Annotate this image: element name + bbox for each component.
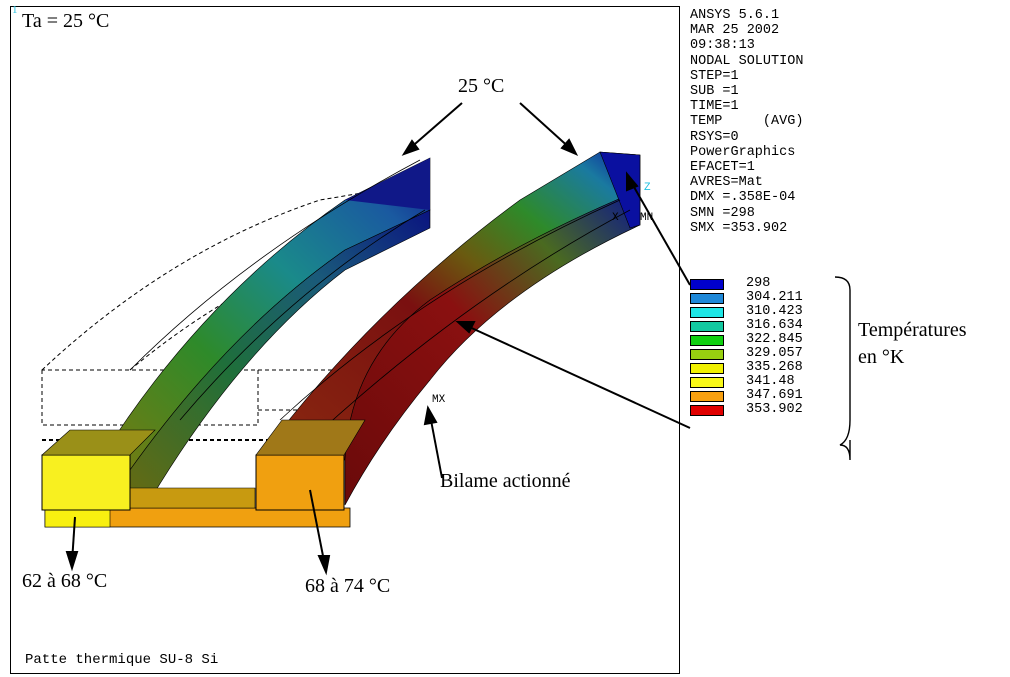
solver-info-line: STEP=1 [690, 68, 739, 84]
left-pad-temp-label: 62 à 68 °C [22, 570, 108, 592]
legend-title-line1: Températures [858, 319, 967, 341]
left-pad [41, 454, 131, 511]
legend-value: 335.268 [746, 360, 803, 375]
window-index: 1 [12, 4, 18, 16]
legend-swatch [690, 321, 724, 332]
right-pad [255, 454, 345, 511]
solver-info-line: PowerGraphics [690, 144, 796, 160]
solver-info-line: TEMP (AVG) [690, 114, 804, 130]
mn-marker: MN [640, 212, 653, 224]
legend-value: 304.211 [746, 290, 803, 305]
legend-swatch [690, 377, 724, 388]
legend-swatch [690, 363, 724, 374]
solver-info-line: AVRES=Mat [690, 175, 763, 191]
legend-swatch [690, 293, 724, 304]
right-beam [261, 151, 641, 506]
legend-brace [834, 276, 851, 461]
legend-value: 329.057 [746, 346, 803, 361]
ambient-temp-label: Ta = 25 °C [22, 10, 110, 32]
solver-info-line: 09:38:13 [690, 38, 755, 54]
legend-swatch [690, 307, 724, 318]
legend-title-line2: en °K [858, 346, 905, 368]
solver-info-line: NODAL SOLUTION [690, 53, 804, 69]
legend-value: 353.902 [746, 402, 803, 417]
solver-info-line: SUB =1 [690, 84, 739, 100]
bilame-label: Bilame actionné [440, 470, 571, 492]
plot-frame [10, 6, 680, 674]
legend-swatch [690, 349, 724, 360]
top-temp-label: 25 °C [458, 75, 505, 97]
model-caption: Patte thermique SU-8 Si [25, 652, 219, 668]
legend-value: 298 [746, 276, 771, 291]
legend-value: 316.634 [746, 318, 803, 333]
solver-info-line: DMX =.358E-04 [690, 190, 796, 206]
solver-info-line: TIME=1 [690, 99, 739, 115]
solver-info-line: RSYS=0 [690, 129, 739, 145]
solver-info-line: SMX =353.902 [690, 220, 788, 236]
solver-info-line: SMN =298 [690, 205, 755, 221]
solver-info-line: MAR 25 2002 [690, 23, 780, 39]
legend-swatch [690, 391, 724, 402]
legend-value: 322.845 [746, 332, 803, 347]
legend-swatch [690, 279, 724, 290]
solver-info-line: EFACET=1 [690, 160, 755, 176]
legend-swatch [690, 405, 724, 416]
mx-marker: MX [432, 394, 446, 406]
triad-x-label: X [612, 212, 619, 224]
base-and-pads [41, 419, 366, 528]
left-beam [99, 157, 431, 511]
legend-value: 341.48 [746, 374, 795, 389]
legend-value: 310.423 [746, 304, 803, 319]
legend-value: 347.691 [746, 388, 803, 403]
solver-info-line: ANSYS 5.6.1 [690, 8, 780, 23]
triad-z-label: Z [644, 182, 651, 194]
legend-swatch [690, 335, 724, 346]
annotation-arrows [65, 102, 691, 576]
right-pad-temp-label: 68 à 74 °C [305, 575, 391, 597]
